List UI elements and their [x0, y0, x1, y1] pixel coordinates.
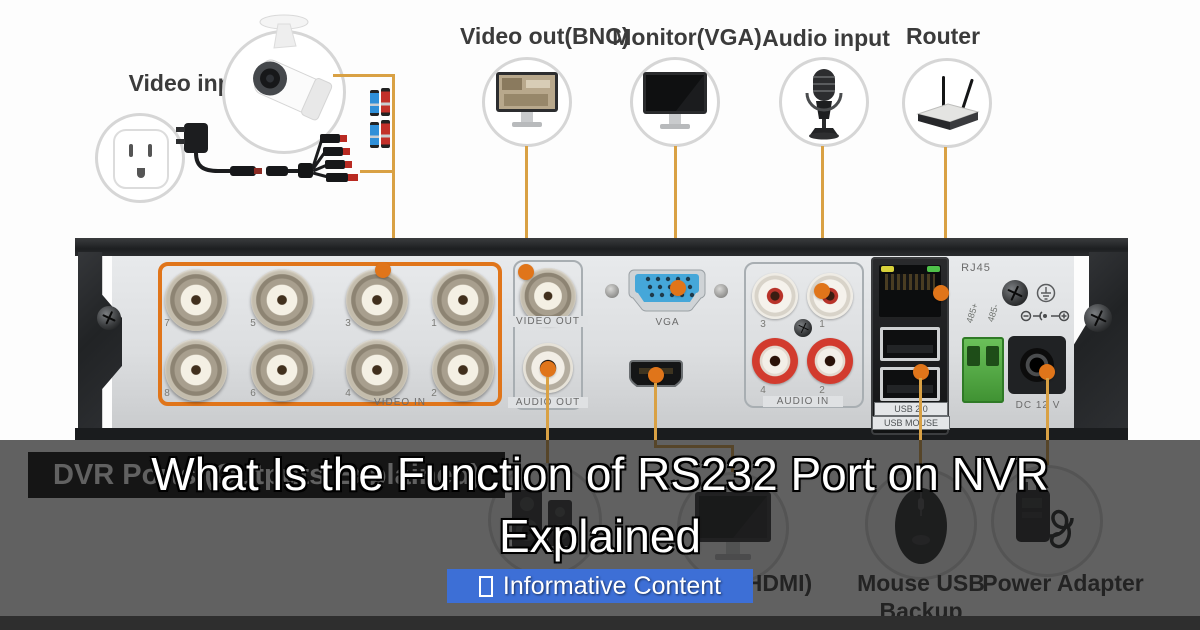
bnc-coupler-blue-icon	[370, 90, 379, 116]
bnc-video-in-7	[165, 269, 227, 331]
usb-callout-line	[919, 378, 922, 472]
bnc-coupler-blue-icon	[370, 122, 379, 148]
missing-glyph-icon	[478, 575, 493, 597]
vga-callout-line	[674, 146, 677, 282]
port-number: 5	[250, 318, 256, 329]
page-title-line2: Explained	[498, 510, 702, 562]
bnc-video-in-6	[251, 339, 313, 401]
audio-input-label: Audio input	[762, 25, 890, 51]
usb-mouse-tag: USB MOUSE	[872, 416, 950, 430]
video-out-label: Video out(BNC)	[460, 23, 630, 49]
dc-power-jack	[1008, 336, 1066, 394]
video-out-dot	[518, 264, 534, 280]
rj45-dot	[933, 285, 949, 301]
video-in-dot	[375, 262, 391, 278]
security-camera-icon	[253, 14, 333, 121]
port-number: 2	[819, 385, 825, 396]
usb-port-bottom	[880, 367, 940, 401]
dc-port-label: DC 12 V	[1015, 400, 1061, 411]
dvr-right-bracket	[1074, 252, 1128, 430]
rj45-port-label: RJ45	[961, 262, 991, 274]
bnc-video-in-5	[251, 269, 313, 331]
panel-screw	[1002, 280, 1028, 306]
audio-out-callout-line	[546, 377, 549, 465]
vga-port-label: VGA	[655, 317, 680, 328]
informative-content-badge: Informative Content	[447, 569, 753, 603]
audio-in-jack-3	[752, 273, 798, 319]
port-number: 3	[345, 318, 351, 329]
video-in-highlight-rect	[158, 262, 502, 406]
dvr-top-edge	[75, 238, 1128, 256]
dc-polarity-icon	[1020, 310, 1070, 322]
dc-dot	[1039, 364, 1055, 380]
audio-in-port-label: AUDIO IN	[763, 396, 843, 407]
splitter-cable-line	[360, 170, 395, 173]
audio-out-dot	[540, 361, 556, 377]
audio-in-groupbox	[744, 262, 864, 408]
audio-in-dot	[814, 283, 830, 299]
port-number: 8	[164, 388, 170, 399]
bnc-video-in-2	[432, 339, 494, 401]
router-label: Router	[905, 23, 981, 49]
bnc-coupler-red-icon	[381, 88, 390, 116]
vga-screw-post	[714, 284, 728, 298]
port-number: 1	[819, 319, 825, 330]
bnc-video-in-1	[432, 269, 494, 331]
hdmi-callout-line	[654, 383, 657, 445]
port-number: 1	[431, 318, 437, 329]
audio-in-jack-4	[752, 338, 798, 384]
dc-callout-line	[1046, 378, 1049, 466]
vga-dot	[670, 280, 686, 296]
left-bracket-screw	[97, 306, 121, 330]
usb-dot	[913, 364, 929, 380]
rj45-port	[879, 265, 941, 317]
monitor-vga-label: Monitor(VGA)	[612, 24, 762, 50]
router-callout-line	[944, 147, 947, 287]
video-out-port-label: VIDEO OUT	[508, 316, 588, 327]
right-bracket-screw	[1084, 304, 1112, 332]
bnc-video-in-4	[346, 339, 408, 401]
page-title-line1: What Is the Function of RS232 Port on NV…	[151, 448, 1049, 500]
rj45-led-green	[927, 266, 940, 272]
hdmi-dot	[648, 367, 664, 383]
video-in-label: VIDEO IN	[374, 397, 426, 408]
port-number: 3	[760, 319, 766, 330]
audio-in-jack-1	[807, 273, 853, 319]
ground-symbol-icon	[1036, 283, 1056, 303]
bnc-video-in-3	[346, 269, 408, 331]
audio-in-jack-2	[807, 338, 853, 384]
vga-screw-post	[605, 284, 619, 298]
usb-port-top	[880, 327, 940, 361]
camera-cable-line	[333, 74, 395, 77]
port-number: 7	[164, 318, 170, 329]
power-outlet-icon	[113, 129, 169, 189]
power-cable-splitter-graphic	[176, 123, 358, 182]
audio-in-screw	[794, 319, 812, 337]
usb20-tag: USB 2.0	[874, 402, 948, 416]
vga-port	[628, 269, 706, 312]
microphone-icon	[805, 69, 843, 140]
bnc-video-in-8	[165, 339, 227, 401]
port-number: 2	[431, 388, 437, 399]
router-icon	[916, 76, 980, 130]
bnc-coupler-red-icon	[381, 120, 390, 148]
rs485-terminal-block	[962, 337, 1004, 403]
video-out-callout-line	[525, 146, 528, 268]
badge-label: Informative Content	[502, 571, 722, 600]
monitor-bnc-icon	[496, 72, 558, 127]
dvr-bottom-edge	[75, 428, 1128, 440]
port-number: 4	[345, 388, 351, 399]
audio-in-callout-line	[821, 146, 824, 285]
port-number: 4	[760, 385, 766, 396]
router-circle	[902, 58, 992, 148]
port-number: 6	[250, 388, 256, 399]
monitor-vga-icon	[643, 72, 707, 129]
rj45-led-yellow	[881, 266, 894, 272]
